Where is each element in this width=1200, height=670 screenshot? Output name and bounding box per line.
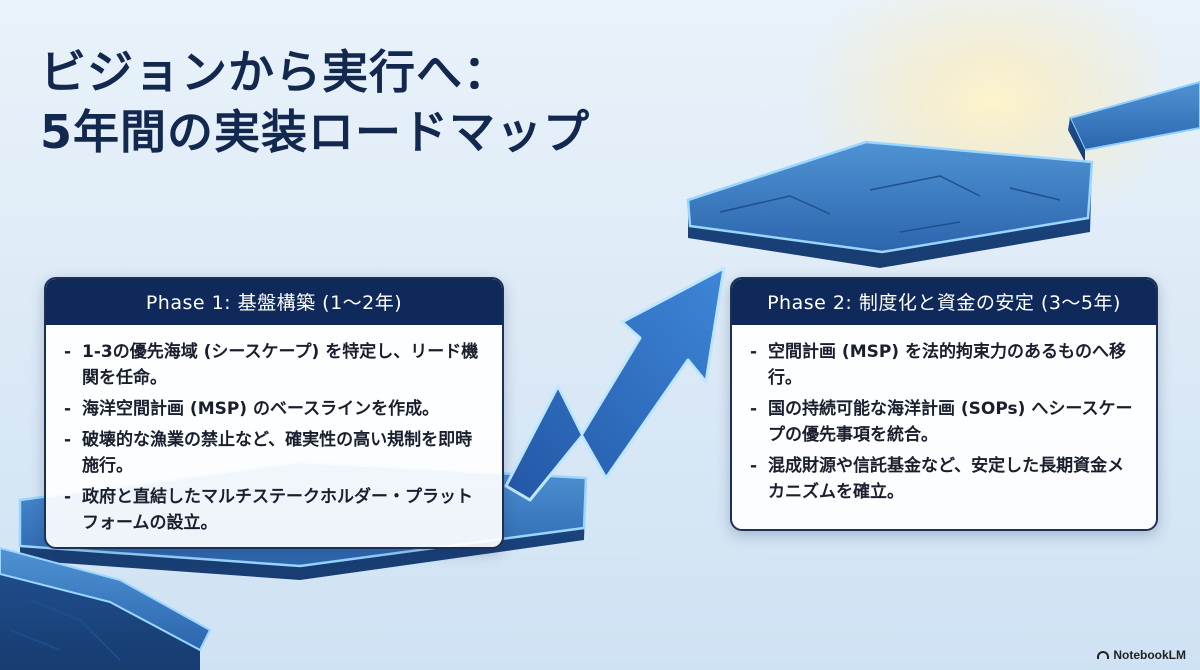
- phase2-card: Phase 2: 制度化と資金の安定 (3〜5年) 空間計画 (MSP) を法的…: [730, 277, 1158, 531]
- growth-arrow: [504, 266, 726, 502]
- list-item: 破壊的な漁業の禁止など、確実性の高い規制を即時施行。: [64, 427, 486, 479]
- list-item: 国の持続可能な海洋計画 (SOPs) へシースケープの優先事項を統合。: [750, 396, 1140, 448]
- list-item: 1-3の優先海域 (シースケープ) を特定し、リード機関を任命。: [64, 339, 486, 391]
- title-line-1: ビジョンから実行へ：: [40, 45, 510, 99]
- phase1-card: Phase 1: 基盤構築 (1〜2年) 1-3の優先海域 (シースケープ) を…: [44, 277, 504, 549]
- brand-label: NotebookLM: [1113, 648, 1186, 662]
- title-line-2: 5年間の実装ロードマップ: [40, 105, 591, 159]
- list-item: 空間計画 (MSP) を法的拘束力のあるものへ移行。: [750, 339, 1140, 391]
- phase1-list: 1-3の優先海域 (シースケープ) を特定し、リード機関を任命。 海洋空間計画 …: [46, 325, 502, 547]
- list-item: 政府と直結したマルチステークホルダー・プラットフォームの設立。: [64, 484, 486, 536]
- list-item: 混成財源や信託基金など、安定した長期資金メカニズムを確立。: [750, 453, 1140, 505]
- platform-far: [1068, 80, 1200, 162]
- phase1-header: Phase 1: 基盤構築 (1〜2年): [46, 279, 502, 325]
- platform-start: [0, 546, 212, 670]
- list-item: 海洋空間計画 (MSP) のベースラインを作成。: [64, 396, 486, 422]
- platform-phase2: [686, 140, 1094, 268]
- page-title: ビジョンから実行へ： 5年間の実装ロードマップ: [40, 42, 590, 162]
- notebooklm-brand: NotebookLM: [1097, 648, 1186, 662]
- notebooklm-logo-icon: [1097, 651, 1110, 659]
- phase2-list: 空間計画 (MSP) を法的拘束力のあるものへ移行。 国の持続可能な海洋計画 (…: [732, 325, 1156, 520]
- phase2-header: Phase 2: 制度化と資金の安定 (3〜5年): [732, 279, 1156, 325]
